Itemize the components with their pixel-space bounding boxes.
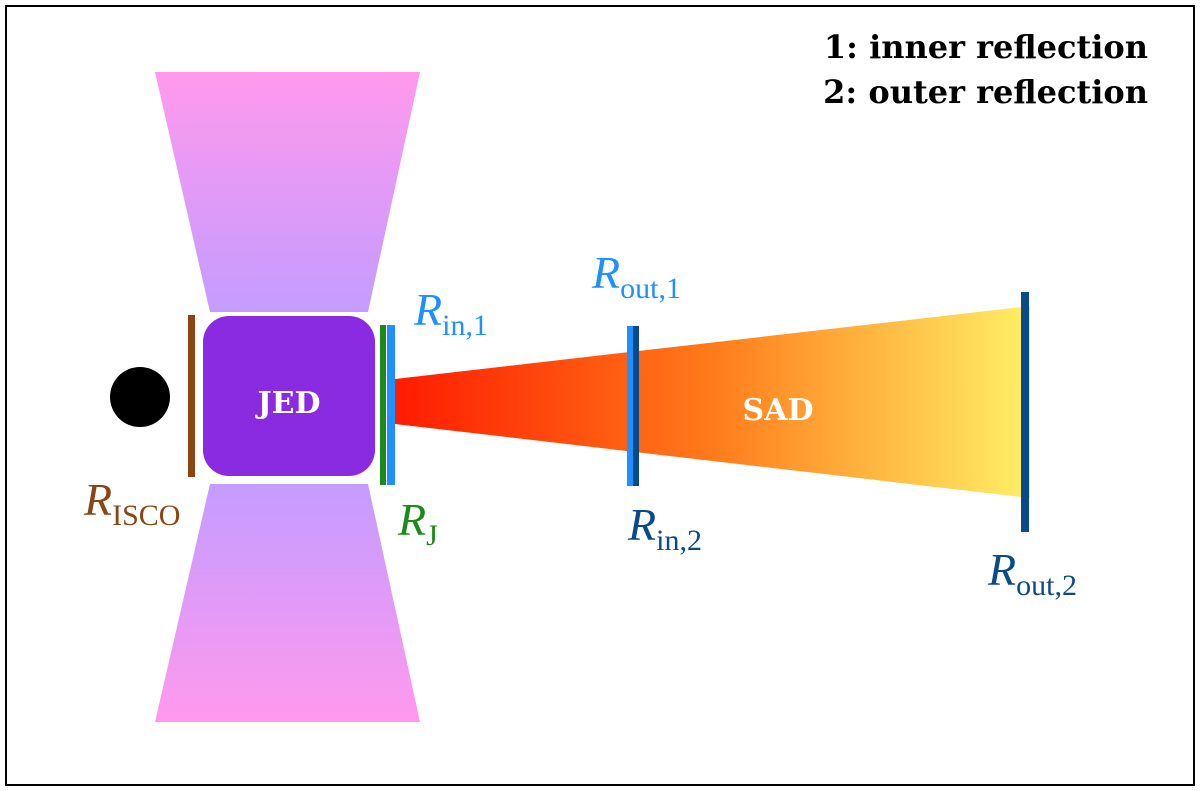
risco-bar [188, 315, 195, 477]
rin1-bar [387, 325, 395, 485]
rout1-label: Rout,1 [591, 247, 681, 305]
jed-label: JED [254, 386, 320, 421]
jed-region [203, 316, 375, 476]
rj-bar [380, 325, 386, 485]
rout2-label: Rout,2 [987, 544, 1077, 602]
sad-region [395, 306, 1030, 498]
rj-label: RJ [397, 494, 438, 552]
legend-line-inner: 1: inner reflection [824, 28, 1148, 66]
legend-line-outer: 2: outer reflection [823, 73, 1148, 111]
rin2-bar [633, 326, 639, 486]
upper-jet [155, 72, 420, 312]
rout1-bar [627, 326, 633, 486]
risco-label: RISCO [83, 474, 180, 532]
black-hole-icon [110, 367, 170, 427]
rin2-label: Rin,2 [627, 499, 702, 557]
lower-jet [155, 484, 420, 722]
sad-label: SAD [743, 393, 814, 428]
rout2-bar [1021, 292, 1029, 532]
rin1-label: Rin,1 [413, 284, 488, 342]
